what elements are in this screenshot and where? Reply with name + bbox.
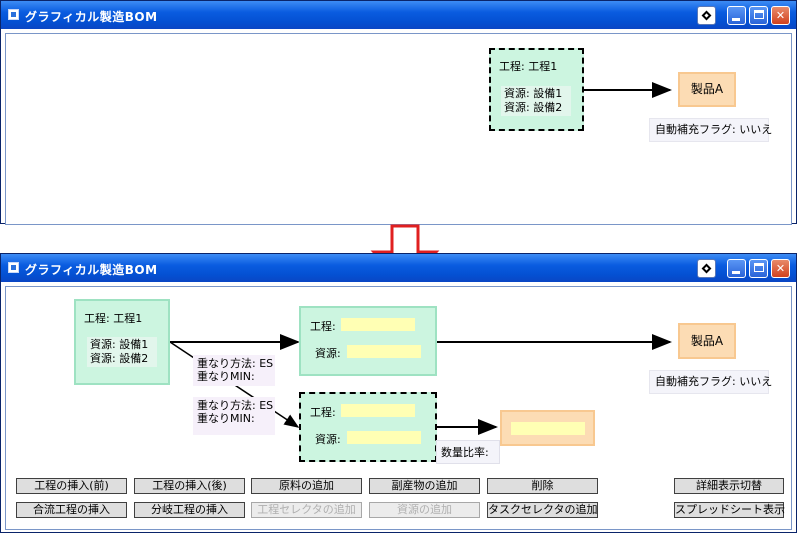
toggle-detail-button[interactable]: 詳細表示切替 [674, 478, 784, 494]
add-resource-button: 資源の追加 [369, 502, 480, 518]
window-title: グラフィカル製造BOM [25, 10, 158, 24]
product-node[interactable]: 製品A [678, 72, 736, 107]
auto-fill-flag: 自動補充フラグ: いいえ [649, 118, 772, 142]
bom-canvas[interactable]: 工程: 工程1 資源: 設備1 資源: 設備2 製品A 自動補充フラグ: いいえ [5, 33, 792, 225]
overlap-method: 重なり方法: ES [197, 399, 274, 412]
resource-input[interactable] [347, 431, 421, 444]
process-node-2[interactable]: 工程: 資源: [299, 306, 437, 376]
process-input[interactable] [341, 404, 415, 417]
bom-canvas[interactable]: 工程: 工程1 資源: 設備1 資源: 設備2 工程: 資源: 工程: 資源: … [5, 286, 792, 530]
overlap-method: 重なり方法: ES [197, 357, 274, 370]
product-label: 製品A [690, 82, 724, 96]
process-node-3[interactable]: 工程: 資源: [299, 392, 437, 462]
add-material-button[interactable]: 原料の追加 [251, 478, 362, 494]
window-title: グラフィカル製造BOM [25, 263, 158, 277]
auto-fill-flag: 自動補充フラグ: いいえ [649, 370, 772, 394]
minimize-icon[interactable] [727, 6, 746, 25]
product-input[interactable] [511, 422, 585, 435]
maximize-icon[interactable] [749, 6, 768, 25]
add-process-selector-button: 工程セレクタの追加 [251, 502, 362, 518]
insert-merge-process-button[interactable]: 合流工程の挿入 [16, 502, 127, 518]
overlap-info-2: 重なり方法: ES 重なりMIN: [193, 397, 275, 435]
add-byproduct-button[interactable]: 副産物の追加 [369, 478, 480, 494]
resource-item: 資源: 設備1 [504, 87, 563, 100]
edge-layer [584, 82, 672, 98]
resource-label: 資源: [315, 433, 341, 446]
maximize-icon[interactable] [749, 259, 768, 278]
close-icon[interactable]: ✕ [771, 6, 790, 25]
resource-input[interactable] [347, 345, 421, 358]
process-input[interactable] [341, 318, 415, 331]
resource-label: 資源: [315, 347, 341, 360]
delete-button[interactable]: 削除 [487, 478, 598, 494]
process-title: 工程: 工程1 [499, 60, 558, 73]
process-title: 工程: 工程1 [84, 312, 143, 325]
insert-process-after-button[interactable]: 工程の挿入(後) [134, 478, 245, 494]
app-icon [8, 9, 19, 20]
window-before: グラフィカル製造BOM ✕ 工程: 工程1 資源: 設備1 資源: 設備2 製品… [0, 0, 797, 225]
quantity-ratio: 数量比率: [436, 440, 500, 464]
product-node[interactable]: 製品A [678, 323, 736, 359]
minimize-icon[interactable] [727, 259, 746, 278]
resource-item: 資源: 設備2 [504, 101, 563, 114]
product-label: 製品A [690, 334, 724, 348]
help-diamond-icon[interactable] [697, 6, 716, 25]
process-node-1[interactable]: 工程: 工程1 資源: 設備1 資源: 設備2 [489, 48, 584, 131]
process-label: 工程: [310, 320, 336, 333]
title-bar[interactable]: グラフィカル製造BOM ✕ [1, 1, 796, 29]
process-node-1[interactable]: 工程: 工程1 資源: 設備1 資源: 設備2 [74, 299, 170, 385]
overlap-info-1: 重なり方法: ES 重なりMIN: [193, 355, 275, 386]
process-label: 工程: [310, 406, 336, 419]
overlap-min: 重なりMIN: [197, 370, 255, 383]
spreadsheet-view-button[interactable]: スプレッドシート表示 [674, 502, 785, 518]
window-after: グラフィカル製造BOM ✕ 工程: 工程1 資源: 設備1 資源: 設備2 [0, 253, 797, 533]
app-icon [8, 262, 19, 273]
resource-list: 資源: 設備1 資源: 設備2 [501, 86, 571, 116]
resource-item: 資源: 設備2 [90, 352, 149, 365]
insert-branch-process-button[interactable]: 分岐工程の挿入 [134, 502, 245, 518]
output-product-node[interactable] [500, 410, 595, 446]
help-diamond-icon[interactable] [697, 259, 716, 278]
title-bar[interactable]: グラフィカル製造BOM ✕ [1, 254, 796, 282]
close-icon[interactable]: ✕ [771, 259, 790, 278]
overlap-min: 重なりMIN: [197, 412, 255, 425]
insert-process-before-button[interactable]: 工程の挿入(前) [16, 478, 127, 494]
resource-item: 資源: 設備1 [90, 338, 149, 351]
resource-list: 資源: 設備1 資源: 設備2 [87, 337, 157, 367]
add-task-selector-button[interactable]: タスクセレクタの追加 [487, 502, 598, 518]
